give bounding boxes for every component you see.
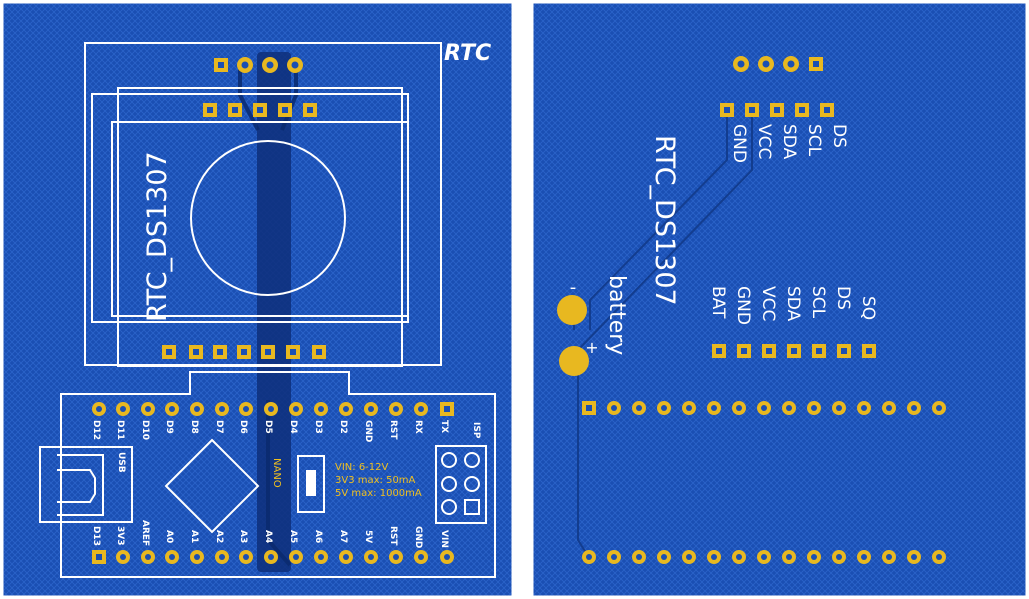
pin-label: VCC xyxy=(758,286,778,321)
front-usb-connector: USB xyxy=(39,446,133,523)
pin-label: SCL xyxy=(804,124,824,157)
pin-label: SCL xyxy=(808,286,828,319)
back-nano-row-upper xyxy=(582,401,946,415)
front-trace-bus xyxy=(257,52,291,572)
pin-label: 3V3 xyxy=(115,526,125,546)
pin-label: A7 xyxy=(338,530,348,543)
pin-label: GND xyxy=(413,526,423,548)
pin-label: A2 xyxy=(214,530,224,543)
pin-label: D5 xyxy=(263,420,273,434)
pin-label: VCC xyxy=(754,124,774,159)
front-isp-label: ISP xyxy=(471,422,481,439)
front-module-label: RTC_DS1307 xyxy=(142,151,173,322)
pin-label: GND xyxy=(729,124,749,163)
front-board: RTC RTC_DS1307 xyxy=(2,2,513,597)
pin-label: AREF xyxy=(140,520,150,546)
front-isp-header: ISP xyxy=(435,422,487,524)
back-trace-1 xyxy=(589,110,728,330)
front-spec-2: 3V3 max: 50mA xyxy=(335,475,416,486)
battery-positive-pad xyxy=(559,346,589,376)
front-nano-label: NANO xyxy=(271,458,282,488)
back-board-substrate xyxy=(532,2,1027,597)
pin-label: SQ xyxy=(858,296,878,320)
front-top-pin-labels: D12 D11 D10 D9 D8 D7 D6 D5 D4 D3 D2 GND … xyxy=(91,420,449,442)
battery-minus-sign: - xyxy=(570,277,577,298)
front-logo: RTC xyxy=(444,41,491,66)
back-header-5pin xyxy=(720,103,834,117)
front-chip-outline xyxy=(164,438,260,534)
pin-label: D12 xyxy=(91,420,101,440)
pin-label: D6 xyxy=(238,420,248,434)
front-header-7pin xyxy=(162,345,326,359)
pin-label: VIN xyxy=(439,530,449,548)
pin-label: A3 xyxy=(238,530,248,543)
back-header-7pin-labels: BAT GND VCC SDA SCL DS SQ xyxy=(708,286,878,325)
front-bottom-pin-labels: D13 3V3 AREF A0 A1 A2 A3 A4 A5 A6 A7 5V … xyxy=(91,520,449,548)
pin-label: A5 xyxy=(288,530,298,543)
pin-label: RST xyxy=(388,526,398,546)
back-nano-row-lower xyxy=(582,550,946,564)
front-usb-label: USB xyxy=(116,452,126,473)
pin-label: D4 xyxy=(288,420,298,434)
front-header-4pin xyxy=(214,57,303,73)
front-switch-outline xyxy=(297,455,325,513)
pin-label: D8 xyxy=(189,420,199,434)
battery-negative-pad xyxy=(557,295,587,325)
front-rtc-outline xyxy=(117,87,403,367)
pin-label: A1 xyxy=(189,530,199,543)
back-header-4pin xyxy=(733,56,823,72)
back-battery-pads: - + battery xyxy=(557,275,629,376)
back-trace-2 xyxy=(577,110,753,557)
pin-label: GND xyxy=(733,286,753,325)
pin-label: RX xyxy=(413,420,423,434)
front-spec-1: VIN: 6-12V xyxy=(335,462,389,473)
pin-label: D7 xyxy=(214,420,224,434)
pin-label: A6 xyxy=(313,530,323,543)
front-nano-outline xyxy=(60,371,496,578)
back-board: GND VCC SDA SCL DS RTC_DS1307 - + batter… xyxy=(532,2,1027,597)
pin-label: D10 xyxy=(140,420,150,440)
pin-label: GND xyxy=(363,420,373,442)
pin-label: D2 xyxy=(338,420,348,434)
back-header-7pin xyxy=(712,344,876,358)
pin-label: D3 xyxy=(313,420,323,434)
pin-label: TX xyxy=(439,420,449,433)
pin-label: A0 xyxy=(164,530,174,543)
pin-label: 5V xyxy=(363,530,373,543)
pin-label: RST xyxy=(388,420,398,440)
front-bottom-pin-row xyxy=(92,550,454,564)
battery-plus-sign: + xyxy=(585,338,598,357)
pin-label: D13 xyxy=(91,526,101,546)
pin-label: DS xyxy=(833,286,853,310)
battery-label: battery xyxy=(604,275,629,355)
front-battery-holder-outline xyxy=(111,121,409,317)
pin-label: D11 xyxy=(115,420,125,440)
front-coin-cell-outline xyxy=(190,140,346,296)
pin-label: SDA xyxy=(783,286,803,322)
front-trace-3 xyxy=(266,400,292,567)
pin-label: SDA xyxy=(779,124,799,160)
front-spec-3: 5V max: 1000mA xyxy=(335,488,422,499)
back-module-label: RTC_DS1307 xyxy=(649,135,680,306)
front-switch-knob xyxy=(306,470,316,496)
back-header-5pin-labels: GND VCC SDA SCL DS xyxy=(729,124,849,163)
pin-label: D9 xyxy=(164,420,174,434)
pin-label: A4 xyxy=(263,530,273,543)
pin-label: BAT xyxy=(708,286,728,319)
front-header-5pin xyxy=(203,103,317,117)
pin-label: DS xyxy=(829,124,849,148)
front-top-pin-row xyxy=(92,402,454,416)
